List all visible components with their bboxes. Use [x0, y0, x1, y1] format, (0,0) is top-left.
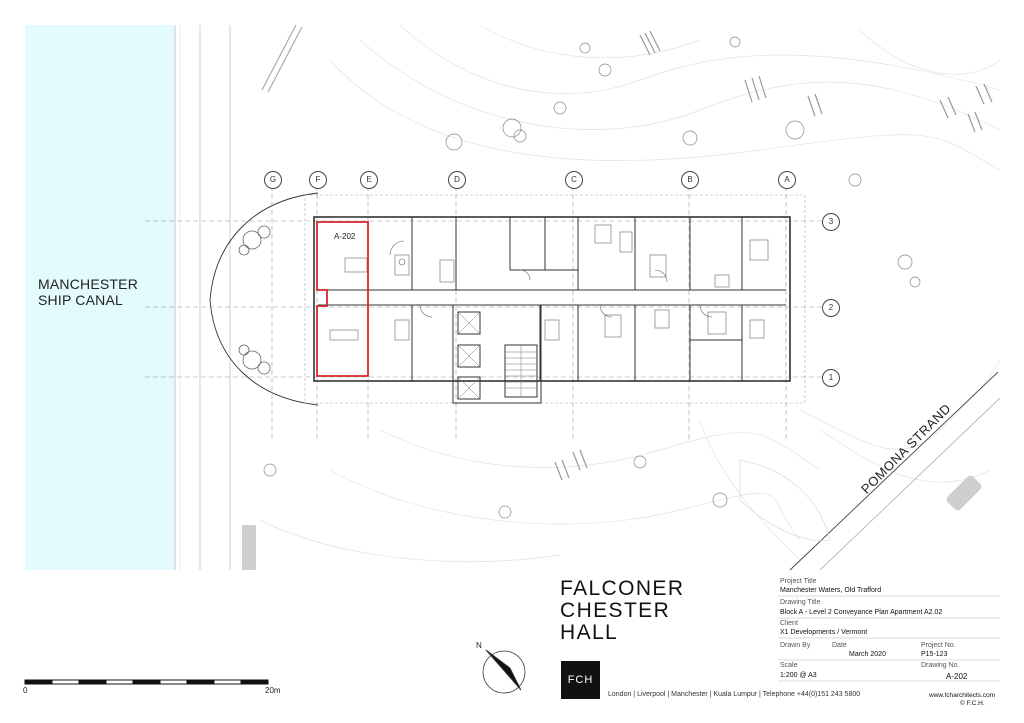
- drawing-no-label: Drawing No.: [921, 662, 960, 669]
- apartment-tag: A-202: [334, 232, 356, 241]
- scale-bar: [24, 679, 269, 685]
- company-name-line1: FALCONER: [560, 577, 685, 600]
- north-arrow: [482, 649, 526, 694]
- office-locations: London | Liverpool | Manchester | Kuala …: [608, 691, 861, 698]
- facade-windows: [330, 216, 780, 382]
- company-logo: FCH: [561, 661, 600, 699]
- grid-row-3: 3: [822, 213, 840, 231]
- drawn-by-label: Drawn By: [780, 642, 811, 649]
- project-title-label: Project Title: [780, 578, 817, 585]
- stair-treads: [505, 345, 537, 397]
- grid-column-d: D: [448, 171, 466, 189]
- grid-row-2: 2: [822, 299, 840, 317]
- scale-bar-end: 20m: [265, 686, 281, 695]
- drawing-title-label: Drawing Title: [780, 599, 821, 606]
- grid-lines: [145, 186, 822, 440]
- terrace-trees: [238, 225, 271, 375]
- room-fixtures: [329, 224, 769, 341]
- pomona-strand-road: [789, 371, 1001, 571]
- canal-walkway: [199, 25, 231, 570]
- project-title: Manchester Waters, Old Trafford: [780, 587, 882, 594]
- grid-column-a: A: [778, 171, 796, 189]
- client: X1 Developments / Vermont: [780, 629, 868, 636]
- terrace-outline: [209, 192, 319, 406]
- project-no-label: Project No.: [921, 642, 956, 649]
- project-no: P15-123: [921, 651, 948, 658]
- company-name-line3: HALL: [560, 621, 619, 644]
- canal-label-line2: SHIP CANAL: [38, 292, 123, 308]
- client-label: Client: [780, 620, 798, 627]
- drawing-title: Block A - Level 2 Conveyance Plan Apartm…: [780, 609, 943, 616]
- grid-column-b: B: [681, 171, 699, 189]
- canal-label: MANCHESTER SHIP CANAL: [38, 276, 138, 308]
- copyright: © F.C.H.: [960, 700, 985, 707]
- grid-column-f: F: [309, 171, 327, 189]
- lift-crosses: [457, 311, 481, 400]
- grid-column-c: C: [565, 171, 583, 189]
- scale-bar-start: 0: [23, 686, 28, 695]
- grid-row-1: 1: [822, 369, 840, 387]
- company-website: www.fcharchitects.com: [929, 692, 996, 699]
- grid-column-g: G: [264, 171, 282, 189]
- drawing-no: A-202: [946, 672, 968, 681]
- building-footprint: [304, 194, 806, 404]
- apartment-a202-outline: [316, 221, 369, 377]
- landscape-trees: [263, 36, 921, 519]
- scale-value: 1:200 @ A3: [780, 672, 817, 679]
- parking-bays: [554, 30, 993, 481]
- scale-label: Scale: [780, 662, 798, 669]
- date: March 2020: [849, 651, 886, 658]
- grid-column-e: E: [360, 171, 378, 189]
- landscape-contours: [259, 24, 1001, 562]
- canal-label-line1: MANCHESTER: [38, 276, 139, 292]
- north-label: N: [476, 641, 482, 650]
- company-name-line2: CHESTER: [560, 599, 671, 622]
- canal-water: [25, 25, 175, 570]
- company-name: FALCONER CHESTER HALL: [560, 578, 684, 644]
- title-block-lines: [778, 595, 1000, 682]
- date-label: Date: [832, 642, 847, 649]
